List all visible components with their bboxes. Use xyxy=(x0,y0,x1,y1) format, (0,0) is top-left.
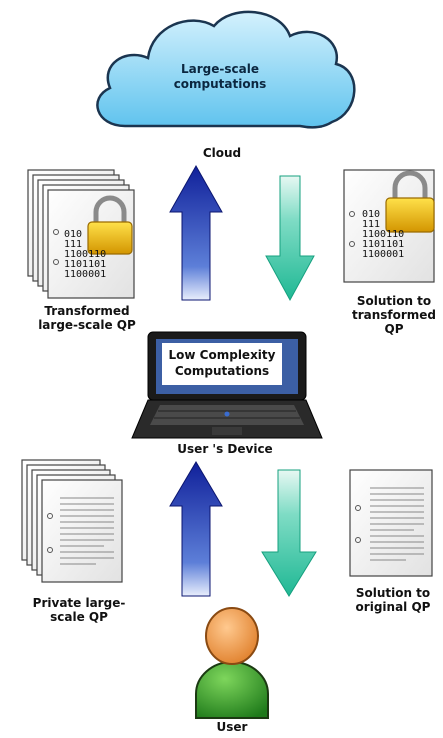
binary-line: 1101101 xyxy=(64,259,107,270)
cloud-label: Cloud xyxy=(202,146,242,160)
device-screen-text: Low Complexity Computations xyxy=(168,347,276,379)
solution-original-label: Solution to original QP xyxy=(346,586,440,614)
transformed-qp-label: Transformed large-scale QP xyxy=(22,304,152,332)
solution-original-label-line2: original QP xyxy=(355,600,431,614)
binary-line: 010 xyxy=(362,209,381,220)
down-arrow-icon xyxy=(261,469,317,597)
person-icon xyxy=(195,607,269,719)
solution-transformed-label-line3: QP xyxy=(384,322,404,336)
binary-line: 1100001 xyxy=(64,269,107,280)
binary-line: 1100110 xyxy=(64,249,107,260)
binary-line: 111 xyxy=(64,239,83,250)
cloud-text-line1: Large-scale xyxy=(181,62,259,76)
binary-line: 010 xyxy=(64,229,83,240)
private-qp-label-line2: scale QP xyxy=(50,610,108,624)
device-screen-line1: Low Complexity xyxy=(168,348,276,362)
cloud-text-line2: computations xyxy=(173,77,267,91)
solution-transformed-binary: 010 111 1100110 1101101 1100001 xyxy=(362,210,404,260)
cloud-icon xyxy=(96,10,356,129)
binary-line: 1100110 xyxy=(362,229,405,240)
document-stack-icon xyxy=(21,459,123,583)
down-arrow-icon xyxy=(265,175,315,302)
private-qp-label: Private large- scale QP xyxy=(20,596,138,624)
binary-line: 111 xyxy=(362,219,381,230)
lock-icon xyxy=(87,195,133,255)
device-label: User 's Device xyxy=(177,442,273,456)
transformed-qp-label-line2: large-scale QP xyxy=(38,318,136,332)
private-qp-label-line1: Private large- xyxy=(32,596,126,610)
solution-transformed-label-line2: transformed xyxy=(351,308,437,322)
user-label: User xyxy=(216,720,248,734)
cloud-text: Large-scale computations xyxy=(150,62,290,92)
binary-line: 1100001 xyxy=(362,249,405,260)
solution-transformed-label: Solution to transformed QP xyxy=(348,294,440,336)
laptop-icon xyxy=(131,331,323,439)
up-arrow-icon xyxy=(169,461,223,597)
up-arrow-icon xyxy=(169,164,223,301)
binary-line: 1101101 xyxy=(362,239,405,250)
solution-original-label-line1: Solution to xyxy=(355,586,431,600)
transformed-qp-binary: 010 111 1100110 1101101 1100001 xyxy=(64,230,106,280)
document-icon xyxy=(349,469,433,577)
lock-icon xyxy=(385,170,435,233)
device-screen-line2: Computations xyxy=(174,364,270,378)
transformed-qp-label-line1: Transformed xyxy=(44,304,130,318)
solution-transformed-label-line1: Solution to xyxy=(356,294,432,308)
